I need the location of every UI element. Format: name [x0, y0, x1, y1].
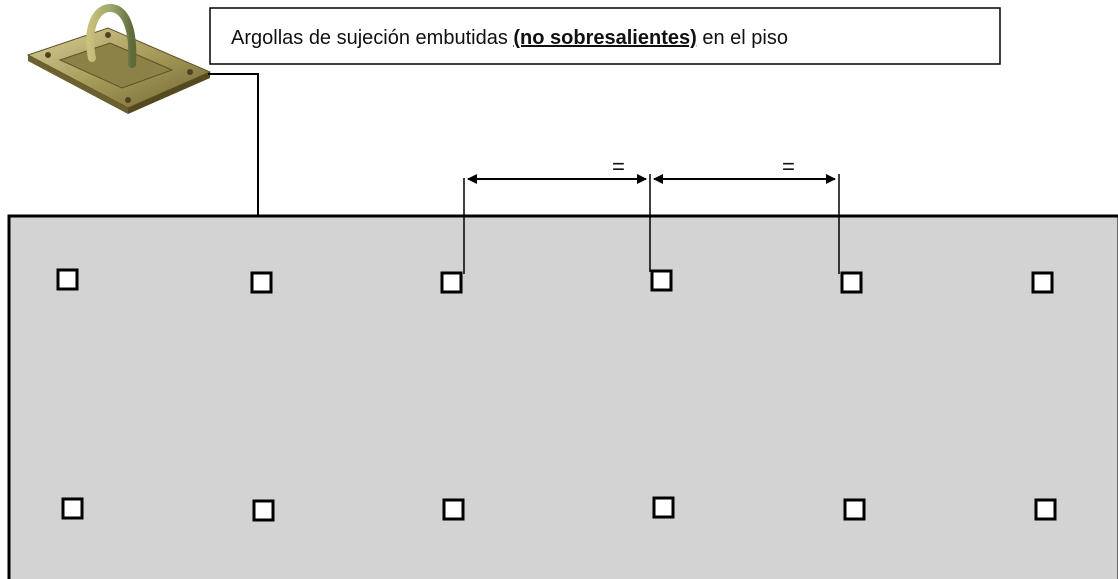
anchor-ring	[440, 271, 463, 294]
equal-sign-left: =	[612, 154, 625, 179]
equal-sign-right: =	[782, 154, 795, 179]
anchor-ring	[252, 499, 275, 522]
anchor-ring	[650, 269, 673, 292]
callout-label: Argollas de sujeción embutidas (no sobre…	[231, 27, 788, 49]
callout-text-emphasis: (no sobresalientes)	[513, 27, 696, 49]
callout-text-before: Argollas de sujeción embutidas	[231, 27, 513, 49]
callout-text-after: en el piso	[702, 27, 788, 49]
floor-area	[7, 214, 1118, 579]
callout-box	[209, 7, 1001, 65]
anchor-ring	[61, 497, 84, 520]
anchor-ring	[250, 271, 273, 294]
anchor-ring-photo	[26, 3, 212, 114]
anchor-ring	[843, 498, 866, 521]
anchor-ring	[652, 496, 675, 519]
anchor-ring	[1034, 498, 1057, 521]
anchor-ring	[1031, 271, 1054, 294]
anchor-ring	[56, 268, 79, 291]
leader-line	[208, 73, 263, 276]
anchor-ring	[840, 271, 863, 294]
anchor-ring	[442, 498, 465, 521]
